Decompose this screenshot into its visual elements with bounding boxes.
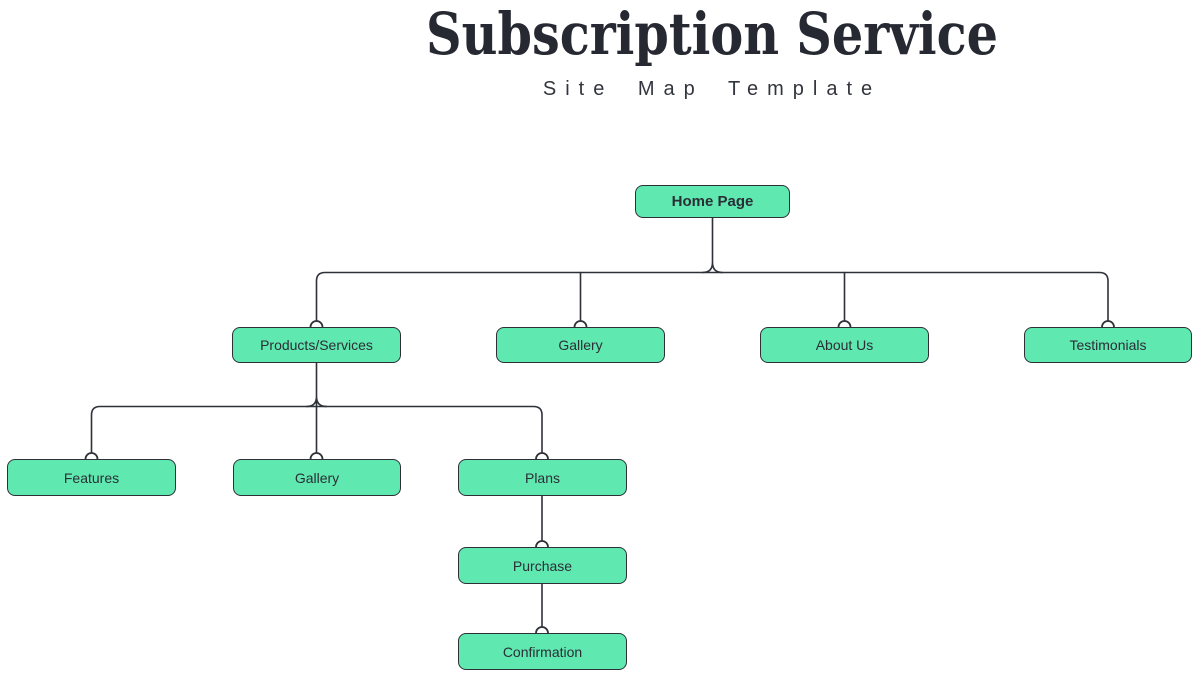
node-gallery-sub[interactable]: Gallery (233, 459, 401, 496)
node-confirmation[interactable]: Confirmation (458, 633, 627, 670)
node-about-us[interactable]: About Us (760, 327, 929, 363)
node-features[interactable]: Features (7, 459, 176, 496)
edge-products-drop (305, 362, 328, 460)
edge-level2-bus (315, 271, 1109, 328)
node-products-services[interactable]: Products/Services (232, 327, 401, 363)
node-home-page[interactable]: Home Page (635, 185, 790, 218)
edge-level3-bus (90, 405, 543, 460)
page-subtitle: Site Map Template (542, 78, 882, 100)
node-gallery[interactable]: Gallery (496, 327, 665, 363)
edge-home-drop (701, 216, 724, 274)
node-plans[interactable]: Plans (458, 459, 627, 496)
node-purchase[interactable]: Purchase (458, 547, 627, 584)
page-title: Subscription Service (426, 0, 998, 68)
node-testimonials[interactable]: Testimonials (1024, 327, 1192, 363)
